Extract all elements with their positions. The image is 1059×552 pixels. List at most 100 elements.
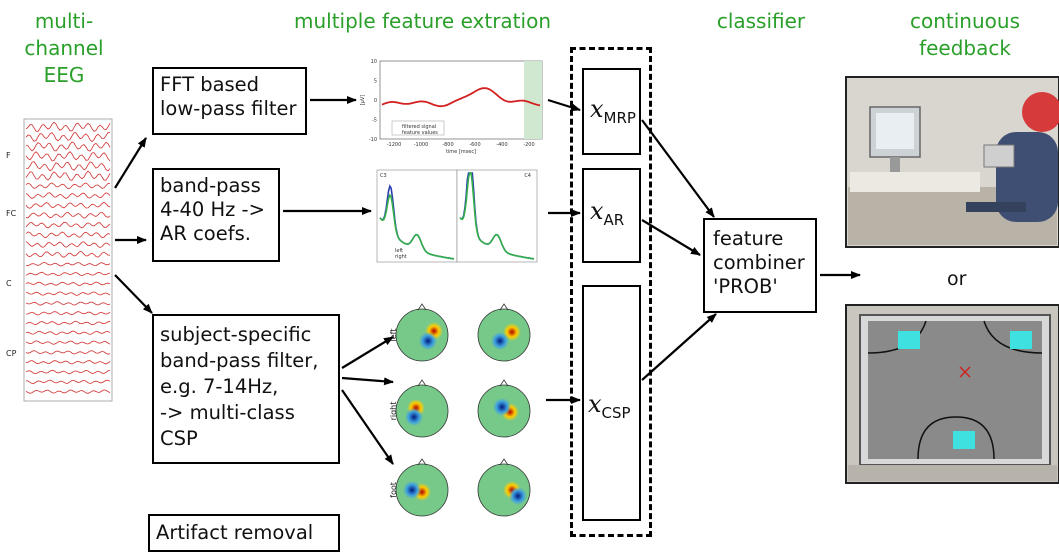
photo-arc: [983, 320, 1043, 354]
photo-person-legs: [966, 202, 1026, 212]
mrp-xtick: -1000: [414, 142, 429, 148]
mrp-xtick: -400: [496, 142, 507, 148]
eeg-trace: [25, 261, 111, 267]
csp-scalp-maps: left right foot: [389, 303, 531, 517]
scalp-nose: [499, 379, 509, 387]
ar-series-right: [459, 172, 535, 260]
mrp-ytick: 5: [374, 79, 377, 85]
ar-panel-title: C4: [524, 173, 531, 179]
feature-combiner-box: feature combiner 'PROB': [703, 218, 817, 313]
arrow-eeg-csp: [114, 274, 153, 314]
feature-box-mrp: [582, 68, 641, 155]
csp-row-label: right: [389, 402, 398, 421]
scalp-nose: [499, 303, 509, 311]
eeg-trace: [25, 369, 111, 375]
header-classifier: classifier: [716, 9, 806, 33]
mrp-ytick: -5: [372, 118, 377, 124]
scalp-activation: [419, 332, 437, 350]
mrp-plot: 1050-5-10-1200-1000-800-600-400-200[µV]t…: [360, 59, 543, 155]
eeg-trace: [25, 201, 111, 209]
eeg-trace: [25, 271, 111, 277]
mrp-xtick: -800: [442, 142, 453, 148]
feature-dashed-frame: [570, 47, 652, 537]
arrow-csp-left: [341, 336, 394, 369]
arrow-csp-combiner: [641, 313, 717, 381]
mrp-ylabel: [µV]: [360, 95, 366, 106]
photo-monitor-stand: [890, 157, 900, 172]
arrow-eeg-fft: [114, 137, 147, 189]
header-eeg: multi-channel EEG: [24, 9, 104, 87]
arrow-mrp-combiner: [641, 119, 715, 218]
csp-row-label: left: [389, 329, 398, 342]
feature-mrp-label: xMRP: [590, 95, 636, 127]
scalp-activation: [403, 481, 421, 499]
eeg-trace: [25, 291, 111, 296]
mrp-ytick: -10: [369, 137, 377, 143]
photo-target: [898, 331, 920, 349]
scalp-activation: [491, 332, 509, 350]
eeg-trace: [25, 170, 111, 181]
ar-legend-entry: left: [395, 248, 403, 254]
mrp-ytick: 10: [371, 59, 377, 65]
scalp-nose: [417, 379, 427, 387]
eeg-trace: [25, 241, 111, 249]
scalp-activation: [493, 398, 511, 416]
eeg-trace: [25, 231, 111, 239]
eeg-trace: [25, 311, 111, 316]
ar-series-right: [379, 193, 455, 260]
eeg-trace: [25, 320, 111, 326]
photo-arc: [917, 416, 995, 460]
eeg-trace: [25, 360, 111, 365]
feedback-photo-screen: [845, 304, 1059, 484]
eeg-trace: [25, 301, 111, 306]
header-features: multiple feature extration: [293, 9, 551, 33]
eeg-trace: [25, 221, 111, 229]
eeg-trace: [25, 379, 111, 384]
eeg-trace: [25, 389, 111, 394]
fft-lowpass-box: FFT based low-pass filter: [152, 67, 307, 135]
feedback-photo-subject: [845, 76, 1059, 248]
mrp-legend-entry: feature values: [402, 130, 438, 136]
mrp-xtick: -600: [469, 142, 480, 148]
ar-legend-entry: right: [395, 254, 407, 260]
artifact-removal-box: Artifact removal: [148, 514, 340, 552]
mrp-xtick: -200: [523, 142, 534, 148]
photo-amplifier: [983, 144, 1015, 168]
photo-eeg-cap: [1022, 92, 1059, 132]
mrp-legend-box: [391, 120, 445, 136]
eeg-trace: [25, 182, 111, 190]
photo-target: [1010, 331, 1032, 349]
eeg-channel-label: C: [6, 279, 12, 288]
arrow-csp-foot: [341, 389, 394, 465]
eeg-trace: [25, 151, 111, 162]
feature-box-csp: [582, 285, 641, 521]
eeg-trace: [25, 211, 111, 219]
csp-row-label: foot: [389, 482, 398, 498]
mrp-ytick: 0: [374, 98, 377, 104]
eeg-trace: [25, 121, 111, 132]
photo-desk: [850, 172, 980, 192]
csp-box: subject-specific band-pass filter, e.g. …: [152, 314, 340, 464]
eeg-trace: [25, 141, 111, 152]
eeg-channel-label: F: [6, 151, 11, 160]
mrp-legend-entry: filtered signal: [402, 124, 436, 130]
eeg-trace: [25, 132, 111, 143]
photo-cursor: [959, 366, 971, 378]
feature-box-ar: [582, 168, 641, 263]
mrp-xlabel: time [msec]: [446, 149, 476, 155]
eeg-traces: F FC C CP: [6, 118, 113, 402]
bandpass-ar-box: band-pass 4-40 Hz -> AR coefs.: [152, 168, 280, 262]
eeg-trace: [25, 251, 111, 258]
feature-ar-label: xAR: [590, 197, 625, 229]
scalp-nose: [499, 458, 509, 466]
mrp-signal-line: [381, 87, 541, 108]
eeg-channel-label: FC: [6, 209, 17, 218]
scalp-activation: [405, 408, 423, 426]
eeg-channel-label: CP: [6, 349, 17, 358]
arrow-csp-right: [341, 376, 394, 386]
eeg-trace: [25, 192, 111, 199]
scalp-activation: [509, 487, 527, 505]
feature-csp-label: xCSP: [588, 390, 631, 422]
